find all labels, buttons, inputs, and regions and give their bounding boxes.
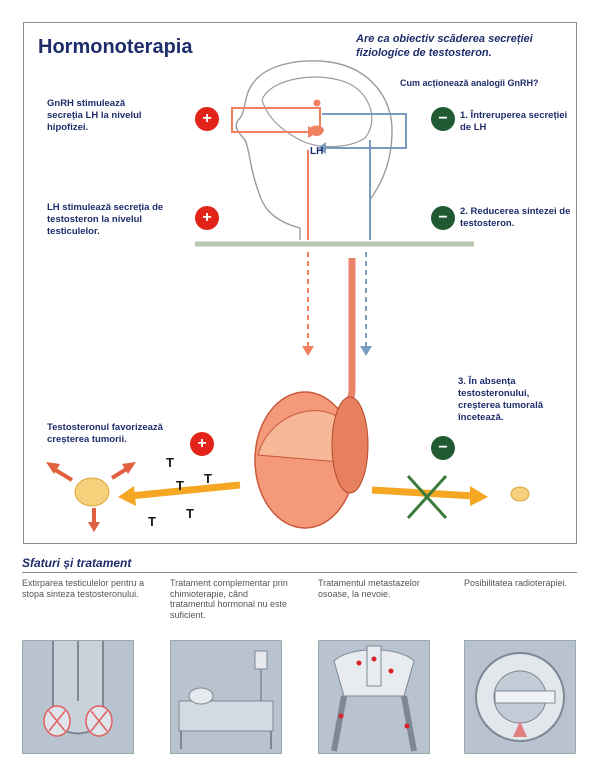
minus-icon-step1: − [431,107,455,131]
step3-label: 3. În absența testosteronului, creșterea… [458,376,544,423]
testosterone-t: T [204,471,212,486]
dashed-arrowhead-blue [360,346,372,356]
testosterone-t: T [186,506,194,521]
orange-arrow-left [129,481,241,500]
orange-arrowhead-left [118,486,136,506]
surgery-illustration [22,640,134,754]
testosterone-t: T [166,455,174,470]
testosterone-t: T [148,514,156,529]
testosterone-label: Testosteronul favorizează creșterea tumo… [47,422,163,445]
step1-label: 1. Întreruperea secreției de LH [460,110,568,133]
stop-cross-b [406,474,448,520]
epididymis [331,396,369,494]
gnrh-label: GnRH stimulează secreția LH la nivelul h… [47,98,142,133]
advice-text-surgery: Extirparea testiculelor pentru a stopa s… [22,578,145,599]
plus-icon-testosterone: + [190,432,214,456]
advice-text-bone: Tratamentul metastazelor osoase, la nevo… [318,578,420,599]
orange-arrowhead-right [470,486,488,506]
hormone-pathway-illustration [46,60,530,532]
blue-arrowhead [318,142,326,154]
plus-icon-gnrh: + [195,107,219,131]
growth-arrow-ur [110,466,130,480]
objective-text: Are ca obiectiv scăderea secreției fizio… [356,33,533,59]
head-neck [257,189,301,240]
head-profile [235,60,393,240]
growth-arrowhead-ul [46,462,60,474]
tumor-large [74,477,110,507]
testosterone-t: T [176,478,184,493]
hypothalamus-dot [313,99,321,107]
growth-arrowhead-d [88,522,100,532]
bone-metastasis-illustration [318,640,430,754]
dashed-arrowhead-red [302,346,314,356]
gnrh-path-blue [322,113,407,149]
radiotherapy-illustration [464,640,576,754]
brain-outline [261,76,373,148]
red-arrowhead [308,126,318,138]
page-title: Hormonoterapia [38,36,193,58]
advice-text-chemo: Tratament complementar prin chimioterapi… [170,578,288,620]
question-text: Cum acționează analogii GnRH? [400,78,539,88]
lh-label: LH [310,146,324,157]
minus-icon-step2: − [431,206,455,230]
gnrh-path-red [231,107,321,133]
vas-deferens [337,258,356,413]
advice-title: Sfaturi și tratament [22,556,132,570]
plus-icon-lh: + [195,206,219,230]
minus-icon-step3: − [431,436,455,460]
chemotherapy-illustration [170,640,282,754]
tumor-small [510,486,530,502]
advice-divider [22,572,577,573]
growth-arrowhead-ur [122,462,136,474]
advice-text-radio: Posibilitatea radioterapiei. [464,578,568,588]
lh-secretion-label: LH stimulează secreția de testosteron la… [47,202,164,237]
step2-label: 2. Reducerea sintezei de testosteron. [460,206,571,229]
